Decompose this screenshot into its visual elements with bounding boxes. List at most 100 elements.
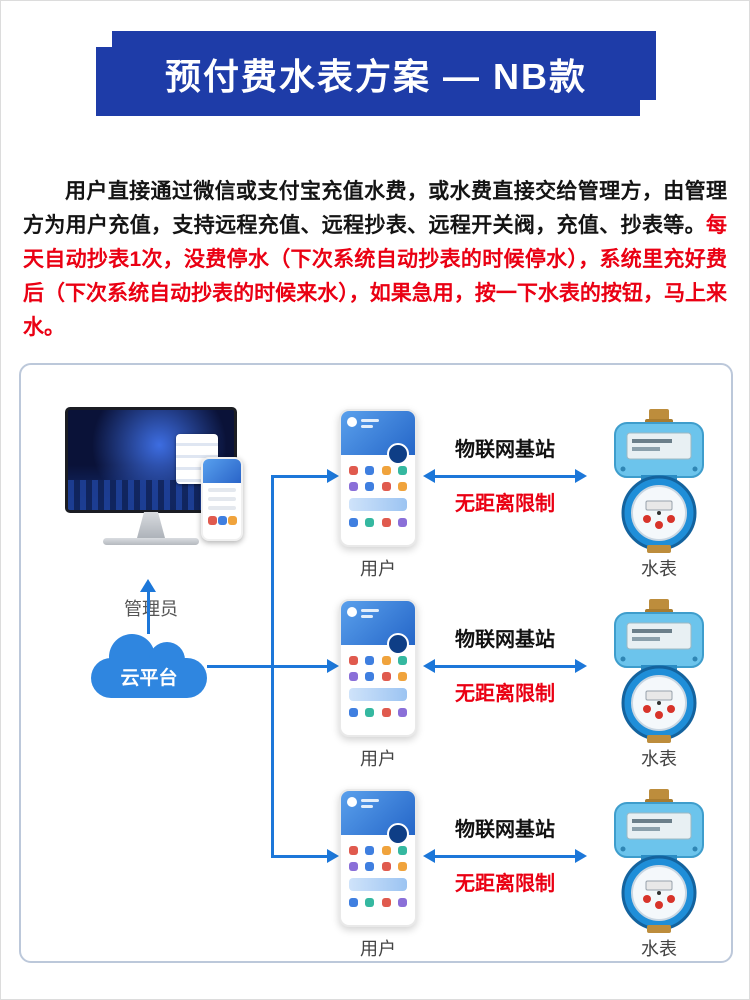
app-icon-grid	[349, 518, 407, 527]
water-meter-icon	[614, 599, 704, 743]
app-icon	[381, 466, 391, 475]
text-line	[208, 497, 236, 501]
app-icon	[227, 516, 237, 525]
right-arrowhead-icon	[575, 849, 587, 863]
text-line	[361, 805, 373, 808]
app-icon	[349, 672, 358, 681]
right-arrowhead-icon	[327, 469, 339, 483]
cloud-label: 云平台	[120, 668, 178, 689]
limit-label: 无距离限制	[455, 683, 555, 705]
text-line	[361, 425, 373, 428]
text-line	[208, 506, 236, 510]
app-icon	[365, 846, 375, 855]
branch-line-1	[271, 475, 329, 478]
app-icon	[207, 516, 217, 525]
limit-label: 无距离限制	[455, 873, 555, 895]
app-icon	[397, 898, 407, 907]
station-label: 物联网基站	[455, 819, 555, 841]
app-icon-grid	[349, 482, 407, 491]
app-icon	[397, 672, 407, 681]
app-icon	[397, 466, 407, 475]
meter-label: 水表	[641, 939, 677, 959]
page-title: 预付费水表方案 — NB款	[164, 55, 587, 97]
user-label: 用户	[360, 749, 396, 769]
meter-label: 水表	[641, 559, 677, 579]
mini-phone-header	[203, 459, 241, 483]
app-icon	[349, 518, 358, 527]
profile-avatar-icon	[387, 443, 409, 465]
profile-avatar-icon	[387, 633, 409, 655]
banner: 预付费水表方案 — NB款	[96, 31, 656, 116]
phone-header	[341, 791, 415, 845]
branch-line-3	[271, 855, 329, 858]
app-icon	[381, 482, 391, 491]
app-icon	[365, 862, 375, 871]
app-icon-grid	[349, 672, 407, 681]
user-phone-illustration	[339, 789, 417, 927]
banner-card	[349, 498, 407, 511]
station-label: 物联网基站	[455, 629, 555, 651]
water-meter-illustration	[599, 599, 719, 748]
text-line	[361, 609, 379, 612]
right-arrowhead-icon	[327, 659, 339, 673]
app-icon	[381, 708, 391, 717]
text-line	[208, 488, 236, 492]
meter-label: 水表	[641, 749, 677, 769]
app-icon	[397, 518, 407, 527]
up-arrowhead-icon	[140, 579, 156, 592]
monitor-base	[103, 538, 199, 545]
water-meter-illustration	[599, 409, 719, 558]
text-line	[361, 419, 379, 422]
text-line	[361, 615, 373, 618]
app-icon	[349, 862, 358, 871]
text-line	[361, 799, 379, 802]
app-icon	[397, 846, 407, 855]
app-icon	[365, 672, 375, 681]
user-avatar-icon	[347, 607, 357, 617]
banner-notch-top-left	[96, 31, 112, 47]
banner-notch-bottom-right	[640, 100, 656, 116]
right-arrowhead-icon	[575, 469, 587, 483]
water-meter-illustration	[599, 789, 719, 938]
right-arrowhead-icon	[327, 849, 339, 863]
app-icon	[365, 466, 375, 475]
branch-line-2	[271, 665, 329, 668]
mini-app-icons	[203, 516, 241, 525]
user-label: 用户	[360, 939, 396, 959]
admin-station: 管理员	[49, 407, 253, 619]
station-label: 物联网基站	[455, 439, 555, 461]
app-icon-grid	[349, 846, 407, 855]
cloud-icon: 云平台	[91, 634, 207, 698]
app-icon	[365, 518, 375, 527]
water-meter-icon	[614, 789, 704, 933]
app-icon	[349, 482, 358, 491]
cloud-to-admin-line	[147, 591, 150, 634]
intro-paragraph: 用户直接通过微信或支付宝充值水费，或水费直接交给管理方，由管理方为用户充值，支持…	[23, 175, 727, 345]
app-icon	[349, 846, 358, 855]
app-icon	[349, 656, 358, 665]
intro-text-black: 用户直接通过微信或支付宝充值水费，或水费直接交给管理方，由管理方为用户充值，支持…	[23, 180, 727, 237]
left-arrowhead-icon	[423, 469, 435, 483]
user-avatar-icon	[347, 797, 357, 807]
app-icon	[365, 482, 375, 491]
phone-body	[341, 645, 415, 717]
phone-body	[341, 835, 415, 907]
cloud-to-trunk-line	[207, 665, 273, 668]
app-icon-grid	[349, 862, 407, 871]
app-icon	[365, 708, 375, 717]
duplex-line	[434, 665, 576, 668]
phone-body	[341, 455, 415, 527]
cloud-base	[91, 658, 207, 698]
duplex-line	[434, 855, 576, 858]
app-icon	[349, 708, 358, 717]
right-arrowhead-icon	[575, 659, 587, 673]
app-icon	[381, 862, 391, 871]
left-arrowhead-icon	[423, 659, 435, 673]
app-icon	[397, 482, 407, 491]
water-meter-icon	[614, 409, 704, 553]
user-avatar-icon	[347, 417, 357, 427]
app-icon	[381, 672, 391, 681]
banner-card	[349, 688, 407, 701]
monitor-stand	[137, 512, 165, 538]
